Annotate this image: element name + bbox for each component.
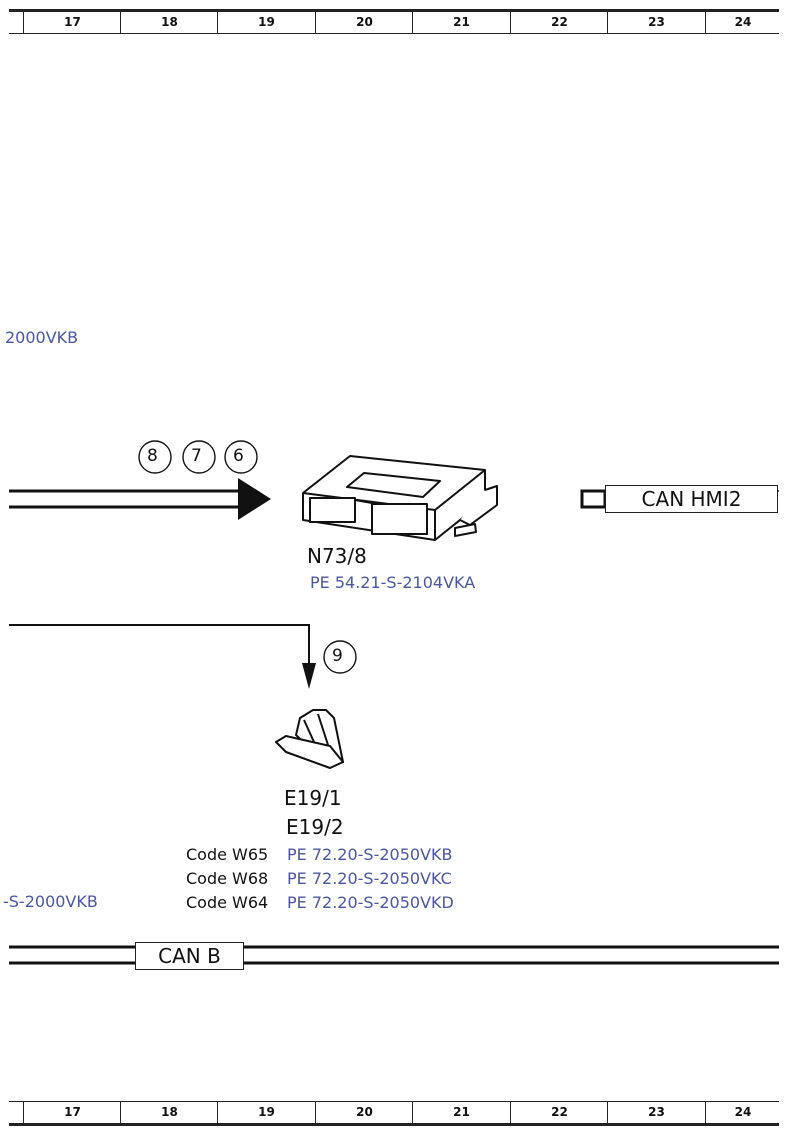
ruler-col: 19 <box>217 12 315 33</box>
ruler-col: 22 <box>510 1102 608 1123</box>
ruler-col: 21 <box>412 1102 510 1123</box>
ruler-col: 24 <box>705 1102 780 1123</box>
code-label-w64: Code W64 <box>186 893 269 912</box>
can-hmi2-stub <box>580 489 607 509</box>
ruler-col: 18 <box>120 1102 218 1123</box>
ref-left-top[interactable]: 2000VKB <box>5 328 79 347</box>
code-label-w68: Code W68 <box>186 869 269 888</box>
lamp-arrow-head <box>302 663 316 689</box>
ruler-col: 20 <box>315 12 413 33</box>
ruler-col: 17 <box>23 12 121 33</box>
ref-left-bottom[interactable]: -S-2000VKB <box>3 892 98 911</box>
lamp-icon <box>275 709 344 769</box>
callout-8: 8 <box>147 446 158 466</box>
ruler-col: 22 <box>510 12 608 33</box>
can-hmi2-label: CAN HMI2 <box>605 485 778 513</box>
lamp-name-1: E19/1 <box>284 786 342 810</box>
code-doc-w65[interactable]: PE 72.20-S-2050VKB <box>287 845 453 864</box>
ruler-col: 21 <box>412 12 510 33</box>
callout-circle-lamp <box>323 640 357 674</box>
code-label-w65: Code W65 <box>186 845 269 864</box>
lamp-feed-line <box>9 624 310 665</box>
ruler-col: 20 <box>315 1102 413 1123</box>
ruler-col: 17 <box>23 1102 121 1123</box>
code-doc-w64[interactable]: PE 72.20-S-2050VKD <box>287 893 454 912</box>
callout-6: 6 <box>233 446 244 466</box>
ruler-col: 18 <box>120 12 218 33</box>
module-name: N73/8 <box>307 544 367 568</box>
ruler-col: 24 <box>705 12 780 33</box>
callout-9: 9 <box>332 646 343 666</box>
can-b-label: CAN B <box>135 942 244 970</box>
ruler-col: 23 <box>607 1102 705 1123</box>
lamp-name-2: E19/2 <box>286 815 344 839</box>
code-doc-w68[interactable]: PE 72.20-S-2050VKC <box>287 869 452 888</box>
bottom-ruler: 17 18 19 20 21 22 23 24 <box>9 1101 779 1126</box>
callout-circles-module <box>138 440 258 474</box>
ruler-col: 19 <box>217 1102 315 1123</box>
ruler-col: 23 <box>607 12 705 33</box>
top-ruler: 17 18 19 20 21 22 23 24 <box>9 9 779 34</box>
control-unit-icon <box>302 455 498 541</box>
callout-7: 7 <box>191 446 202 466</box>
module-doc-link[interactable]: PE 54.21-S-2104VKA <box>310 573 476 592</box>
bus-arrow-head <box>238 478 271 520</box>
